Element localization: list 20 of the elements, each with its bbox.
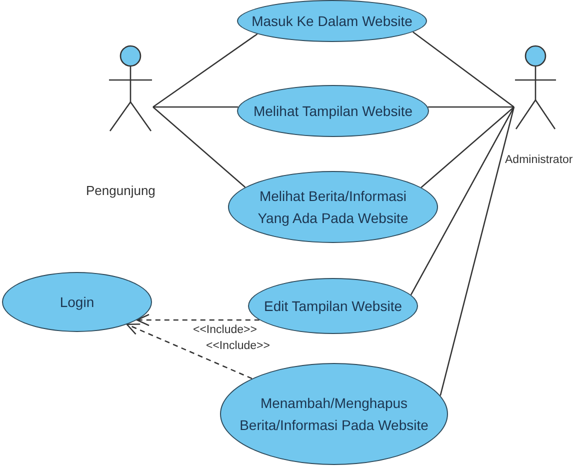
dashed-arrow [136,314,260,326]
use-case-label: Melihat Berita/Informasi Yang Ada Pada Website [256,187,410,228]
connector-line [410,106,515,296]
dashed-arrow [126,323,252,380]
actor-name: Pengunjung [86,183,156,198]
connector-line [428,106,514,108]
connector-line [420,106,514,188]
use-case-label: Edit Tampilan Website [264,297,402,316]
use-case-label: Masuk Ke Dalam Website [252,12,412,31]
actor-stick-figure [514,44,557,130]
use-case-label: Menambah/Menghapus Berita/Informasi Pada Website [238,394,430,435]
actor-name: Administrator [505,153,573,168]
actor-stick-figure [108,44,153,132]
connector-line [153,106,238,108]
connector-line [152,106,246,188]
connector-line [152,33,258,108]
use-case-label: Login [60,293,94,312]
connector-line [440,106,515,396]
connector-line [412,31,514,108]
use-case-label: Melihat Tampilan Website [253,102,412,121]
